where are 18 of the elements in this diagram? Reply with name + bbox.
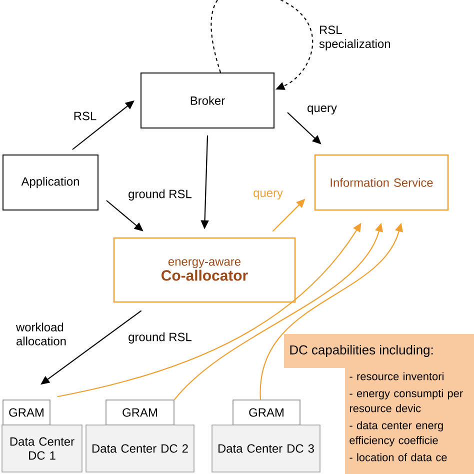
annotation-label: ground RSL [128, 332, 192, 344]
service-box: energy-aware Co-allocator [113, 237, 296, 303]
edge-label: query [308, 106, 337, 114]
data-center-box: Data Center DC 2 [86, 424, 194, 472]
arrow [210, 0, 314, 90]
service-box: Information Service [314, 154, 449, 211]
edge-label: query [254, 190, 283, 200]
process-box: Application [2, 154, 98, 210]
gram-box: GRAM [106, 400, 174, 426]
data-center-box: Data Center DC 3 [212, 424, 320, 472]
edge-label: RSL specialization [319, 26, 390, 50]
process-box: Broker [140, 72, 274, 128]
gram-box: GRAM [2, 400, 50, 426]
gram-box: GRAM [232, 400, 300, 426]
edge-label: workload allocation [16, 322, 66, 346]
edge-label: ground RSL [128, 189, 192, 201]
data-center-box: Data Center DC 1 [2, 424, 82, 472]
edge-label: RSL [74, 112, 96, 120]
